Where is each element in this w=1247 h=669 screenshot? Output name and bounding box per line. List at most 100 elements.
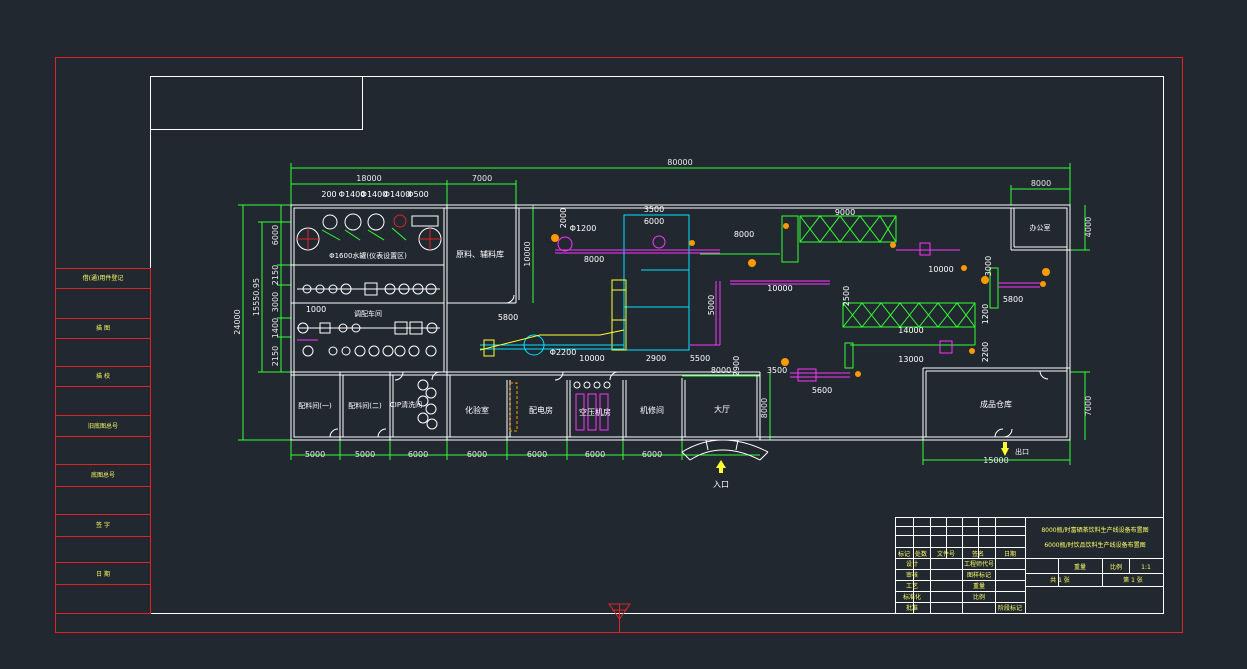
room-exit: 出口 (1015, 447, 1029, 456)
sidebar-row-0: 借(通)用件登记 (83, 274, 124, 282)
dim-bottom-4: 6000 (527, 450, 547, 459)
dim-proc-13000: 13000 (898, 355, 923, 364)
dim-left-3000: 3000 (271, 292, 280, 312)
tb-mid-1: 图样标记 (967, 571, 991, 579)
room-cip: CIP清洗间 (390, 400, 422, 409)
dim-left-2150b: 2150 (271, 346, 280, 366)
tb-header-4: 日期 (1004, 550, 1016, 558)
exit-arrow-icon (1001, 442, 1009, 456)
dim-bottom-5: 6000 (585, 450, 605, 459)
tb-header-1: 处数 (915, 550, 927, 558)
dim-tank-3: Φ500 (407, 190, 429, 199)
tb-row-1: 审核 (906, 571, 918, 579)
dim-bottom-3: 6000 (467, 450, 487, 459)
tb-row-2: 工艺 (906, 582, 918, 590)
sidebar-row-3: 旧底图总号 (88, 422, 118, 430)
dim-proc-2900: 2900 (646, 354, 666, 363)
title-line-1: 8000瓶/时富硒茶饮料生产线设备布置图 (1041, 526, 1148, 534)
dim-left-overall: 24000 (233, 309, 242, 334)
tb-sheet-no: 第 1 张 (1123, 576, 1143, 584)
room-repair: 机修间 (640, 405, 664, 415)
dim-tank-2: Φ1400 (384, 190, 411, 199)
dim-proc-14000: 14000 (898, 326, 923, 335)
dim-proc-3500a: 3500 (644, 205, 664, 214)
dim-left-2150a: 2150 (271, 265, 280, 285)
tb-mid-2: 重量 (973, 582, 985, 590)
dim-proc-8000a: 8000 (584, 255, 604, 264)
room-lab: 化验室 (465, 405, 489, 415)
tb-header-0: 标记 (898, 550, 910, 558)
tb-header-3: 签名 (972, 550, 984, 558)
dim-proc-1200: 1200 (981, 304, 990, 324)
dim-proc-6000a: 6000 (644, 217, 664, 226)
dim-bottom-1: 5000 (355, 450, 375, 459)
tb-stage-label: 阶段标记 (998, 604, 1022, 612)
tb-scale-label: 比例 (1110, 563, 1122, 571)
entrance-canopy (681, 439, 769, 461)
upper-left-box (150, 76, 363, 130)
process-line (479, 214, 1040, 382)
dim-proc-3500b: 3500 (767, 366, 787, 375)
dim-proc-5500: 5500 (690, 354, 710, 363)
dim-proc-8000b: 8000 (734, 230, 754, 239)
dim-proc-5000: 5000 (707, 295, 716, 315)
power-cabinet (509, 382, 518, 432)
dim-proc-2000: 2000 (559, 208, 568, 228)
tb-row-3: 标准化 (903, 593, 921, 601)
dim-top-left: 18000 (356, 174, 381, 183)
room-finished: 成品仓库 (980, 399, 1012, 409)
tb-header-2: 文件号 (937, 550, 955, 558)
dim-proc-5800a: 5800 (1003, 295, 1023, 304)
dim-left-inner: 15550.95 (252, 278, 261, 316)
tb-weight-label: 重量 (1074, 563, 1086, 571)
dim-left-6000: 6000 (271, 225, 280, 245)
dim-pipe-1000: 1000 (306, 305, 326, 314)
room-right-small: 办公室 (1030, 223, 1051, 232)
room-power: 配电房 (529, 405, 553, 415)
dim-room-10000: 10000 (523, 241, 532, 266)
tb-mid-3: 比例 (973, 593, 985, 601)
dim-room-8000-side: 8000 (760, 398, 769, 418)
dim-proc-10000c: 10000 (579, 354, 604, 363)
dim-tank-1: Φ1400 (361, 190, 388, 199)
dim-proc-10000b: 10000 (767, 284, 792, 293)
dimension-lines (238, 163, 1090, 465)
sidebar-row-6: 日 期 (96, 570, 110, 578)
center-marker (608, 603, 631, 632)
dim-left-1400: 1400 (271, 318, 280, 338)
dim-proc-phi1200: Φ1200 (570, 224, 597, 233)
dim-proc-2500: 2500 (842, 286, 851, 306)
sidebar-row-4: 底图总号 (91, 471, 115, 479)
dim-bottom-15000: 15000 (983, 456, 1008, 465)
tank-row (296, 213, 442, 251)
dim-right-4000: 4000 (1084, 217, 1093, 237)
dim-proc-phi2200: Φ2200 (550, 348, 577, 357)
pump-equipment (573, 381, 611, 431)
sidebar-row-5: 签 字 (96, 521, 110, 529)
tb-scale: 1:1 (1141, 564, 1151, 571)
sidebar-row-1: 描 图 (96, 324, 110, 332)
sidebar-table (55, 268, 151, 614)
room-hall: 大厅 (714, 404, 730, 414)
title-block-grid (895, 517, 1164, 614)
inner-frame (150, 76, 1164, 614)
tb-row-4: 批准 (906, 604, 918, 612)
dim-proc-8000c: 8000 (711, 366, 731, 375)
entrance-arrow-icon (716, 460, 726, 473)
title-line-2: 6000瓶/时饮品饮料生产线设备布置图 (1044, 541, 1145, 549)
motor-icons (551, 223, 1050, 377)
dim-proc-9000: 9000 (835, 208, 855, 217)
dim-proc-3000: 3000 (984, 256, 993, 276)
tb-sheet-total: 共 1 张 (1050, 576, 1070, 584)
tb-row-0: 设计 (906, 560, 918, 568)
room-tank-row: Φ1600水罐(仪表设置区) (329, 251, 407, 260)
tb-mid-0: 工程师代号 (964, 560, 994, 568)
workshop-equipment (297, 282, 440, 357)
dim-bottom-6: 6000 (642, 450, 662, 459)
dim-tank-4: 200 (321, 190, 336, 199)
dim-top-right: 8000 (1031, 179, 1051, 188)
door-arcs (329, 294, 1049, 438)
dim-proc-10000a: 10000 (928, 265, 953, 274)
dim-proc-5600: 5600 (812, 386, 832, 395)
